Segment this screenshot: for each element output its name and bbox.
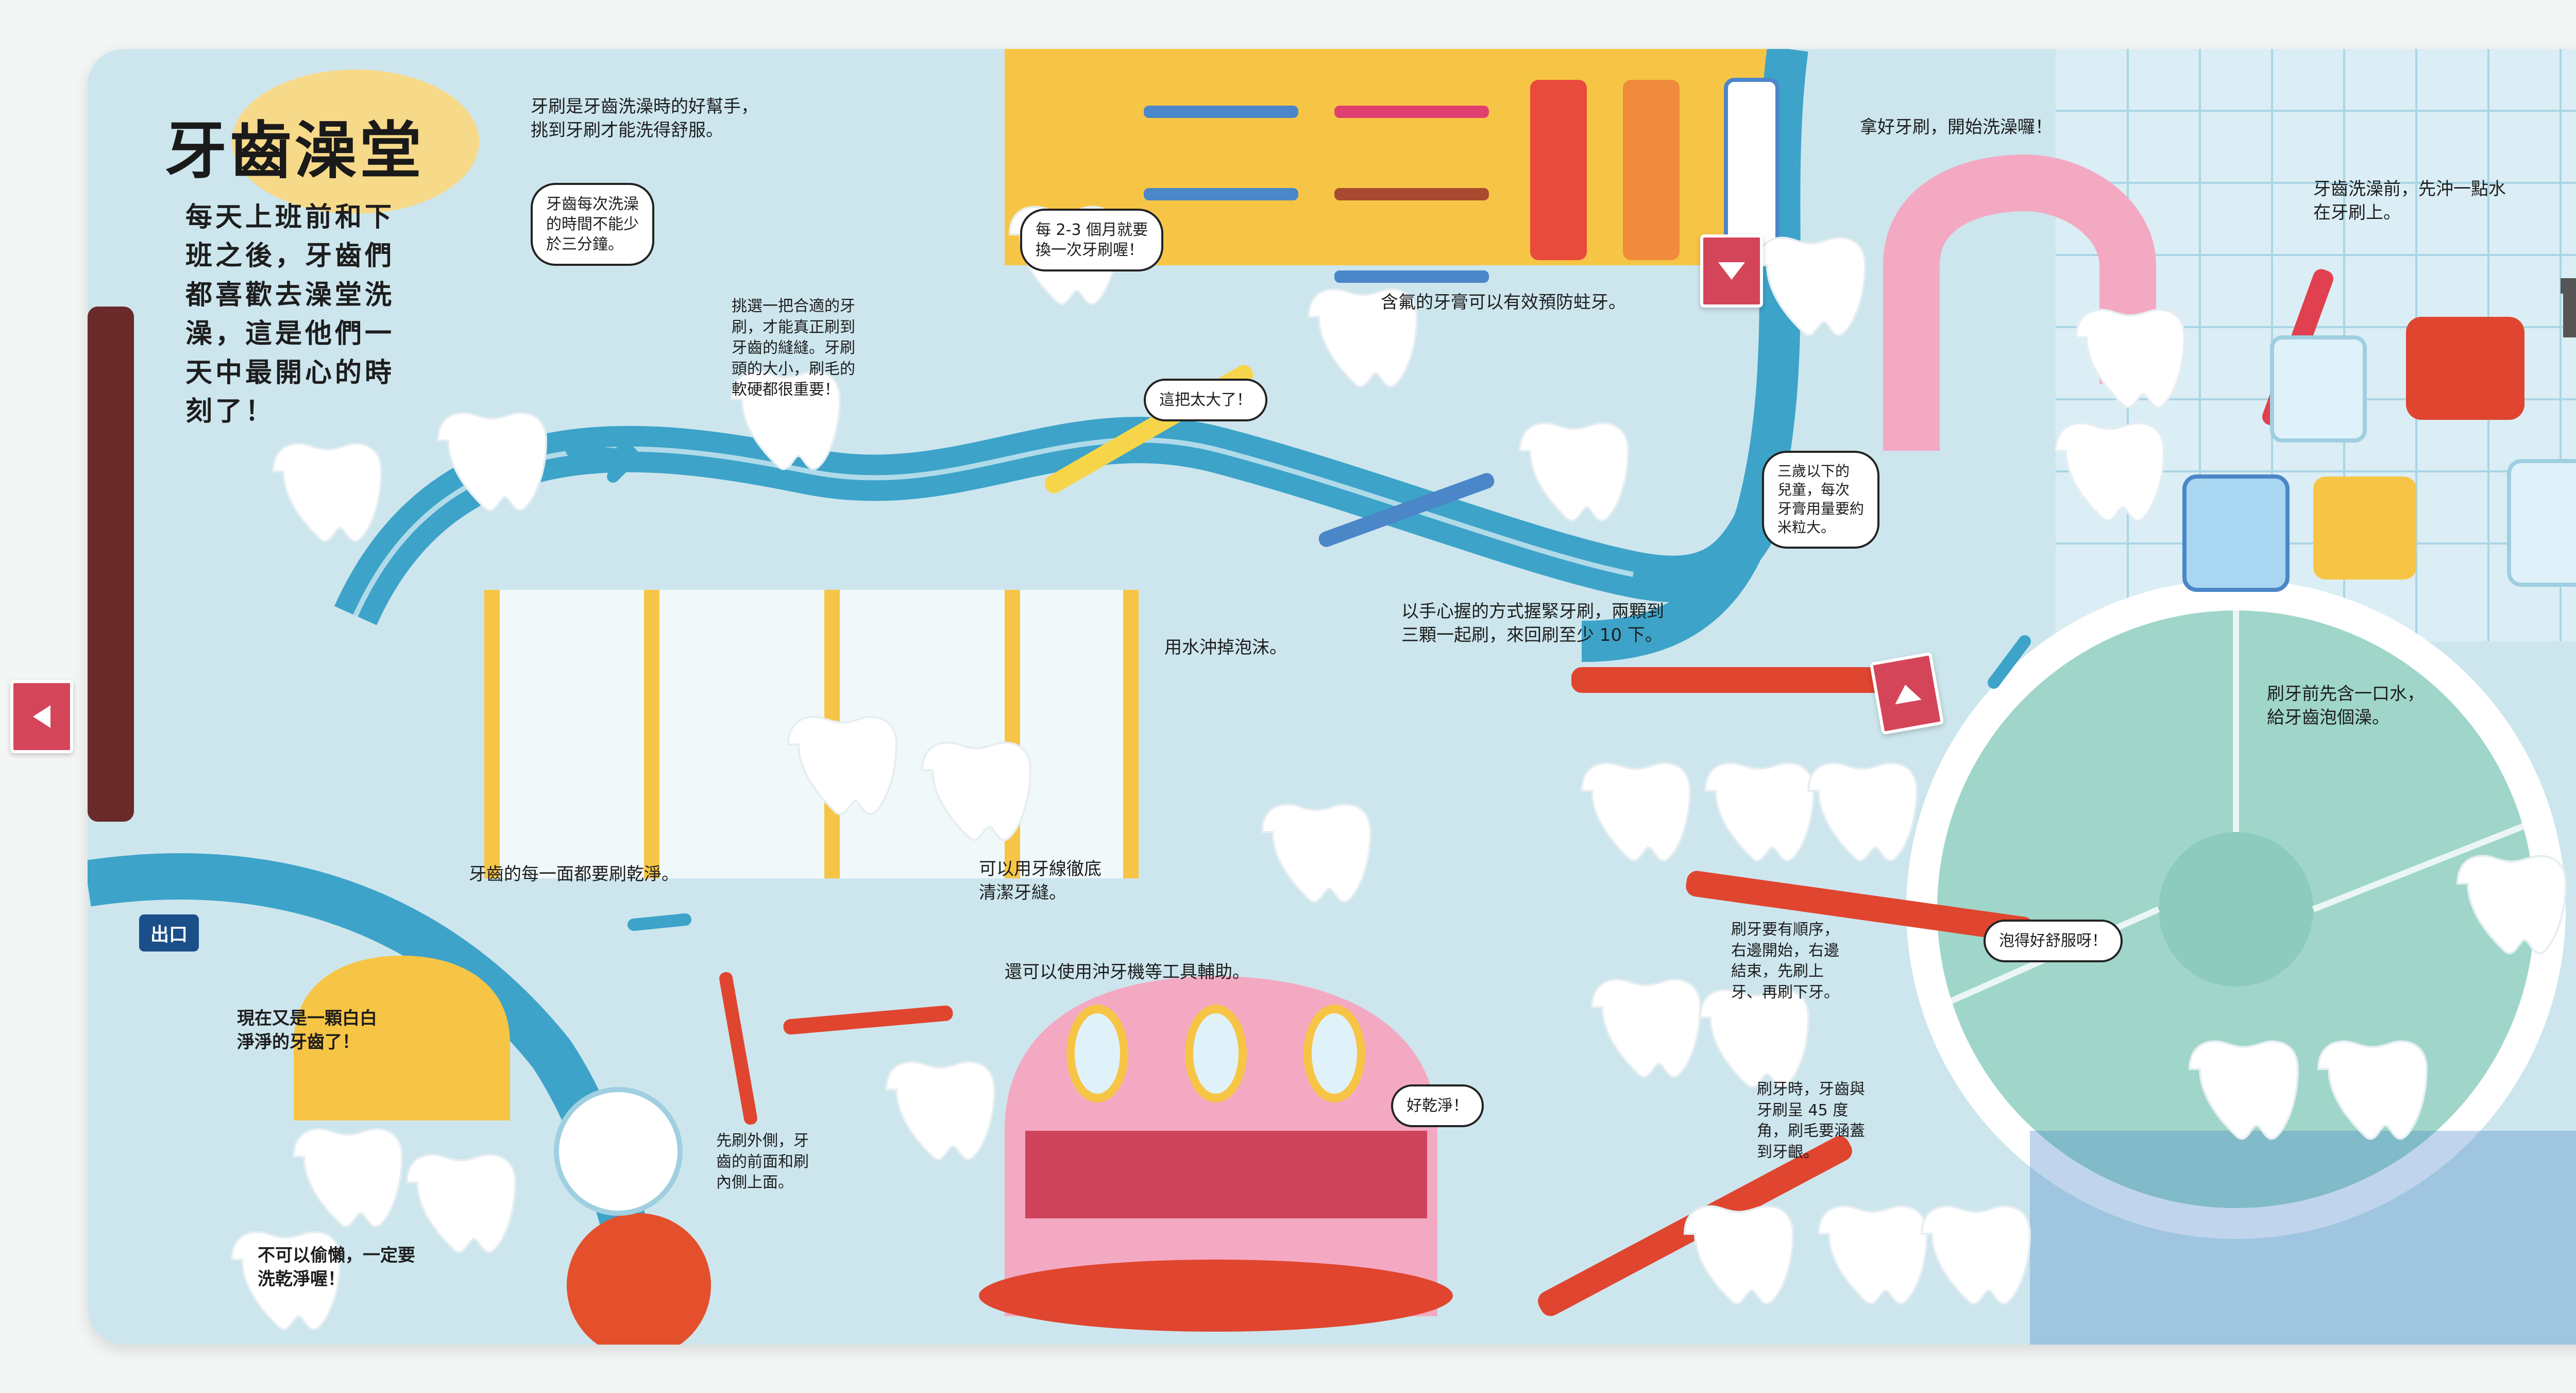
pink-towel-arch: [1883, 154, 2156, 451]
caption-toothbrush-helper: 牙刷是牙齒洗澡時的好幫手， 挑到牙刷才能洗得舒服。: [531, 96, 758, 141]
caption-floss: 可以用牙線徹底 清潔牙縫。: [979, 859, 1101, 903]
caption-upper-lower: 刷牙要有順序， 右邊開始，右邊 結束，先刷上 牙、再刷下牙。: [1731, 921, 1839, 1001]
bubble-bath-time: 牙齒每次洗澡 的時間不能少 於三分鐘。: [531, 183, 654, 266]
arch-window: [294, 956, 510, 1120]
bubble-replace-brush: 每 2-3 個月就要 換一次牙刷喔！: [1020, 209, 1164, 271]
bubble-too-big: 這把太大了！: [1144, 379, 1267, 421]
caption-no-lazy: 不可以偷懶，一定要 洗乾淨喔！: [258, 1245, 415, 1289]
exit-badge: 出口: [139, 914, 199, 952]
caption-outer-inner: 先刷外側，牙 齒的前面和刷 內側上面。: [716, 1132, 809, 1192]
bubble-kids-paste: 三歲以下的 兒童，每次 牙膏用量要約 米粒大。: [1762, 451, 1880, 549]
robot-left: [88, 307, 134, 822]
red-bush: [567, 1213, 711, 1345]
caption-rinse-brush: 牙齒洗澡前，先沖一點水 在牙刷上。: [2313, 179, 2506, 223]
caption-clean-white: 現在又是一顆白白 淨淨的牙齒了！: [237, 1008, 377, 1052]
intro-text: 每天上班前和下 班之後，牙齒們 都喜歡去澡堂洗 澡，這是他們一 天中最開心的時 …: [185, 202, 395, 427]
book-spread: 牙齒澡堂 每天上班前和下 班之後，牙齒們 都喜歡去澡堂洗 澡，這是他們一 天中最…: [88, 49, 2576, 1345]
bubble-comfy: 泡得好舒服呀！: [1984, 920, 2123, 962]
caption-brush-size: 挑選一把合適的牙 刷，才能真正刷到 牙齒的縫縫。牙刷 頭的大小，刷毛的 軟硬都很…: [732, 297, 855, 399]
bubble-hot-water: 好乾淨！: [1391, 1084, 1484, 1127]
caption-sip-water: 刷牙前先含一口水， 給牙齒泡個澡。: [2267, 684, 2425, 728]
tooth-characters: [230, 206, 2567, 1331]
nav-up-button[interactable]: [1869, 652, 1944, 735]
caption-water-flosser: 還可以使用沖牙機等工具輔助。: [1005, 962, 1250, 982]
caption-brush-angle: 刷牙時，牙齒與 牙刷呈 45 度 角，刷毛要涵蓋 到牙齦。: [1757, 1080, 1865, 1161]
nav-left-button[interactable]: [10, 680, 73, 753]
page-title: 牙齒澡堂: [165, 115, 425, 187]
bath-tiles: [2030, 1131, 2576, 1345]
background-illustration: [88, 49, 2576, 1345]
nav-down-button[interactable]: [1700, 234, 1763, 308]
caption-brush-ready: 拿好牙刷，開始洗澡囉！: [1860, 117, 2053, 138]
caption-rinse-foam: 用水沖掉泡沫。: [1164, 637, 1287, 658]
caption-hold-method: 以手心握的方式握緊牙刷，兩顆到 三顆一起刷，來回刷至少 10 下。: [1401, 601, 1664, 645]
caption-fluoride: 含氟的牙膏可以有效預防蛀牙。: [1381, 292, 1626, 313]
caption-every-surface: 牙齒的每一面都要刷乾淨。: [469, 864, 679, 885]
title-sun: [232, 70, 479, 214]
sauna-rug: [979, 1260, 1453, 1332]
